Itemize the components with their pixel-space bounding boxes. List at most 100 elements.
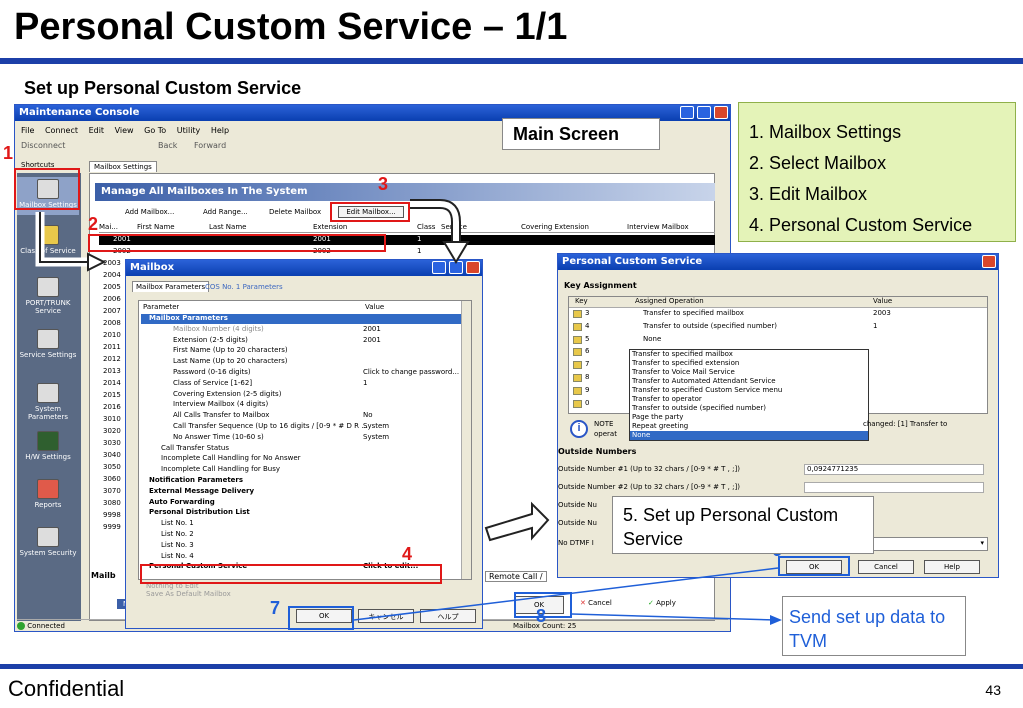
main-apply-button[interactable]: ✓ Apply — [648, 599, 676, 607]
key-row[interactable]: 9 — [569, 386, 987, 397]
col-class[interactable]: Class — [417, 223, 436, 231]
pcs-help-button[interactable]: Help — [924, 560, 980, 574]
mailbox-help-button[interactable]: ヘルプ — [420, 609, 476, 623]
col-last-name[interactable]: Last Name — [209, 223, 247, 231]
parameter-row[interactable]: First Name (Up to 20 characters) — [141, 346, 461, 356]
sidebar-item-port-trunk[interactable]: PORT/TRUNK Service — [17, 277, 79, 315]
col-interview-mailbox[interactable]: Interview Mailbox — [627, 223, 689, 231]
sidebar-item-system-parameters[interactable]: System Parameters — [17, 383, 79, 421]
mailbox-list-item[interactable]: 3010 — [103, 415, 121, 423]
dropdown-option[interactable]: Page the party — [632, 413, 684, 421]
dropdown-option[interactable]: Transfer to Automated Attendant Service — [632, 377, 776, 385]
mailbox-list-item[interactable]: 9998 — [103, 511, 121, 519]
key-row[interactable]: 8 — [569, 373, 987, 384]
mailbox-list-item[interactable]: 3060 — [103, 475, 121, 483]
dropdown-option[interactable]: None — [630, 431, 868, 440]
dropdown-option[interactable]: Transfer to specified mailbox — [632, 350, 733, 358]
mailbox-list-item[interactable]: 2016 — [103, 403, 121, 411]
mailbox-list-item[interactable]: 2015 — [103, 391, 121, 399]
parameter-row[interactable]: Incomplete Call Handling for No Answer — [141, 454, 461, 464]
outside-number-1-input[interactable]: 0,0924771235 — [804, 464, 984, 475]
parameter-scrollbar[interactable] — [461, 301, 471, 579]
col-covering-extension[interactable]: Covering Extension — [521, 223, 589, 231]
col-first-name[interactable]: First Name — [137, 223, 175, 231]
mailbox-list-item[interactable]: 3030 — [103, 439, 121, 447]
parameter-row[interactable]: Mailbox Parameters — [141, 314, 461, 324]
mailbox-ok-button[interactable]: OK — [296, 609, 352, 623]
tab-mailbox-parameters[interactable]: Mailbox Parameters — [132, 281, 210, 292]
mailbox-list-item[interactable]: 2003 — [103, 259, 121, 267]
mailbox-list-item[interactable]: 2013 — [103, 367, 121, 375]
pcs-ok-button[interactable]: OK — [786, 560, 842, 574]
add-mailbox-button[interactable]: Add Mailbox... — [125, 208, 175, 216]
dropdown-option[interactable]: Transfer to specified Custom Service men… — [632, 386, 783, 394]
parameter-row[interactable]: Extension (2-5 digits)2001 — [141, 336, 461, 346]
dropdown-option[interactable]: Transfer to Voice Mail Service — [632, 368, 735, 376]
parameter-row[interactable]: Call Transfer Sequence (Up to 16 digits … — [141, 422, 461, 432]
tab-mailbox-settings[interactable]: Mailbox Settings — [89, 161, 157, 172]
menu-view[interactable]: View — [114, 126, 134, 135]
table-row-selected[interactable]: 2001 2001 1 — [99, 235, 715, 245]
menu-help[interactable]: Help — [210, 126, 230, 135]
forward-button[interactable]: Forward — [193, 141, 227, 150]
mailbox-list-item[interactable]: 3080 — [103, 499, 121, 507]
parameter-row[interactable]: Covering Extension (2-5 digits) — [141, 390, 461, 400]
key-operation[interactable]: None — [643, 334, 662, 343]
menu-file[interactable]: File — [21, 126, 35, 135]
key-row[interactable]: 0 — [569, 399, 987, 410]
mailbox-list-item[interactable]: 2007 — [103, 307, 121, 315]
mailbox-list-item[interactable]: 2006 — [103, 295, 121, 303]
sidebar-item-system-security[interactable]: System Security — [17, 527, 79, 563]
mailbox-list-item[interactable]: 2004 — [103, 271, 121, 279]
parameter-row[interactable]: Incomplete Call Handling for Busy — [141, 465, 461, 475]
delete-mailbox-button[interactable]: Delete Mailbox — [269, 208, 322, 216]
mailbox-close-icon[interactable] — [466, 261, 480, 274]
dropdown-option[interactable]: Repeat greeting — [632, 422, 689, 430]
key-operation[interactable]: Transfer to outside (specified number) — [643, 321, 778, 330]
menu-connect[interactable]: Connect — [44, 126, 79, 135]
col-mailbox[interactable]: Mai... — [99, 223, 118, 231]
mailbox-list-item[interactable]: 3020 — [103, 427, 121, 435]
parameter-row[interactable]: Notification Parameters — [141, 476, 461, 486]
minimize-icon[interactable] — [680, 106, 694, 119]
pcs-cancel-button[interactable]: Cancel — [858, 560, 914, 574]
add-range-button[interactable]: Add Range... — [203, 208, 248, 216]
tab-cos-parameters[interactable]: COS No. 1 Parameters — [205, 283, 283, 291]
parameter-row[interactable]: List No. 1 — [141, 519, 461, 529]
parameter-row[interactable]: List No. 4 — [141, 552, 461, 562]
parameter-row[interactable]: List No. 3 — [141, 541, 461, 551]
parameter-row[interactable]: Call Transfer Status — [141, 444, 461, 454]
parameter-row[interactable]: Class of Service [1-62]1 — [141, 379, 461, 389]
mailbox-list-item[interactable]: 2011 — [103, 343, 121, 351]
parameter-row[interactable]: Password (0-16 digits)Click to change pa… — [141, 368, 461, 378]
close-icon[interactable] — [714, 106, 728, 119]
pcs-close-icon[interactable] — [982, 255, 996, 268]
mailbox-list-item[interactable]: 9999 — [103, 523, 121, 531]
mailbox-minimize-icon[interactable] — [432, 261, 446, 274]
dropdown-option[interactable]: Transfer to outside (specified number) — [632, 404, 767, 412]
parameter-row[interactable]: List No. 2 — [141, 530, 461, 540]
key-value[interactable]: 2003 — [873, 309, 891, 317]
mailbox-list-item[interactable]: 2012 — [103, 355, 121, 363]
key-row[interactable]: 7 — [569, 360, 987, 371]
parameter-row[interactable]: Personal Distribution List — [141, 508, 461, 518]
key-operation[interactable]: Transfer to specified mailbox — [643, 309, 744, 317]
menu-edit[interactable]: Edit — [88, 126, 105, 135]
mailbox-list-item[interactable]: 2010 — [103, 331, 121, 339]
sidebar-item-hw-settings[interactable]: H/W Settings — [17, 431, 79, 467]
back-button[interactable]: Back — [158, 141, 178, 150]
col-extension[interactable]: Extension — [313, 223, 348, 231]
mailbox-list-item[interactable]: 2014 — [103, 379, 121, 387]
mailbox-list-item[interactable]: 3040 — [103, 451, 121, 459]
sidebar-item-reports[interactable]: Reports — [17, 479, 79, 515]
dropdown-option[interactable]: Transfer to specified extension — [632, 359, 740, 367]
edit-mailbox-button[interactable]: Edit Mailbox... — [338, 206, 404, 218]
mailbox-list-item[interactable]: 3050 — [103, 463, 121, 471]
maximize-icon[interactable] — [697, 106, 711, 119]
